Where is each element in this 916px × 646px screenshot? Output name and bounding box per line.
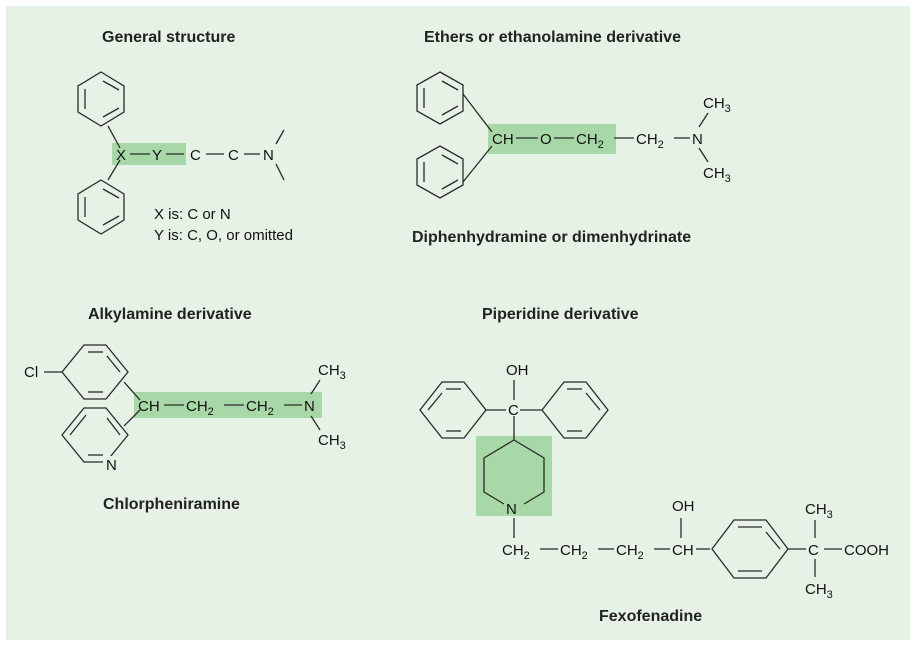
alkylamine-title: Alkylamine derivative	[88, 306, 252, 323]
piper-ch2-1: CH2	[502, 542, 530, 562]
piperidine-structure: Piperidine derivative OH C N CH2 CH2	[419, 306, 889, 625]
alkyl-ch3-bottom: CH3	[318, 432, 346, 452]
benzene-ring-left	[419, 381, 487, 439]
pyridine-n: N	[106, 457, 117, 474]
ethers-ch3-bottom: CH3	[703, 165, 731, 185]
benzene-ring-bottom	[77, 179, 125, 235]
atom-x: X	[116, 147, 126, 164]
atom-n: N	[263, 147, 274, 164]
piperidine-highlight	[476, 436, 552, 516]
ethers-caption: Diphenhydramine or dimenhydrinate	[412, 229, 691, 246]
alkyl-n: N	[304, 398, 315, 415]
piper-oh-chain: OH	[672, 498, 695, 515]
figure-panel	[6, 6, 910, 640]
ethers-title: Ethers or ethanolamine derivative	[424, 29, 681, 46]
ethers-ch: CH	[492, 131, 514, 148]
alkylamine-structure: Alkylamine derivative Cl N CH CH2 CH2 N …	[24, 306, 346, 513]
benzene-ring-top	[77, 71, 125, 127]
note-x: X is: C or N	[154, 206, 231, 223]
alkylamine-caption: Chlorpheniramine	[103, 496, 240, 513]
atom-y: Y	[152, 147, 162, 164]
ethers-o: O	[540, 131, 552, 148]
piper-ch: CH	[672, 542, 694, 559]
pyridine-ring	[61, 407, 129, 463]
alkyl-ch: CH	[138, 398, 160, 415]
piperidine-ring	[483, 439, 545, 505]
piper-c: C	[508, 402, 519, 419]
benzene-ring-chain	[711, 519, 789, 579]
alkyl-ch2b: CH2	[246, 398, 274, 418]
ethers-ch3-top: CH3	[703, 95, 731, 115]
ethers-highlight	[488, 124, 616, 154]
alkyl-ch3-top: CH3	[318, 362, 346, 382]
note-y: Y is: C, O, or omitted	[154, 227, 293, 244]
piper-oh-top: OH	[506, 362, 529, 379]
piper-ch2-2: CH2	[560, 542, 588, 562]
atom-c2: C	[228, 147, 239, 164]
chlorobenzene-ring	[61, 344, 129, 400]
piper-ch3-bottom: CH3	[805, 581, 833, 601]
piper-cooh: COOH	[844, 542, 889, 559]
benzene-ring-lower	[416, 145, 464, 199]
ethers-n: N	[692, 131, 703, 148]
piper-quaternary-c: C	[808, 542, 819, 559]
atom-c1: C	[190, 147, 201, 164]
ethers-ch2a: CH2	[576, 131, 604, 151]
benzene-ring-right	[541, 381, 609, 439]
general-structure: General structure X Y C C N X is: C or N	[77, 29, 293, 244]
benzene-ring-upper	[416, 71, 464, 125]
piperidine-caption: Fexofenadine	[599, 608, 702, 625]
piper-ch2-3: CH2	[616, 542, 644, 562]
general-structure-title: General structure	[102, 29, 235, 46]
ethers-structure: Ethers or ethanolamine derivative CH O C…	[412, 29, 731, 246]
piperidine-title: Piperidine derivative	[482, 306, 639, 323]
atom-cl: Cl	[24, 364, 38, 381]
piper-n: N	[506, 501, 517, 518]
alkyl-ch2a: CH2	[186, 398, 214, 418]
ethers-ch2b: CH2	[636, 131, 664, 151]
piper-ch3-top: CH3	[805, 501, 833, 521]
